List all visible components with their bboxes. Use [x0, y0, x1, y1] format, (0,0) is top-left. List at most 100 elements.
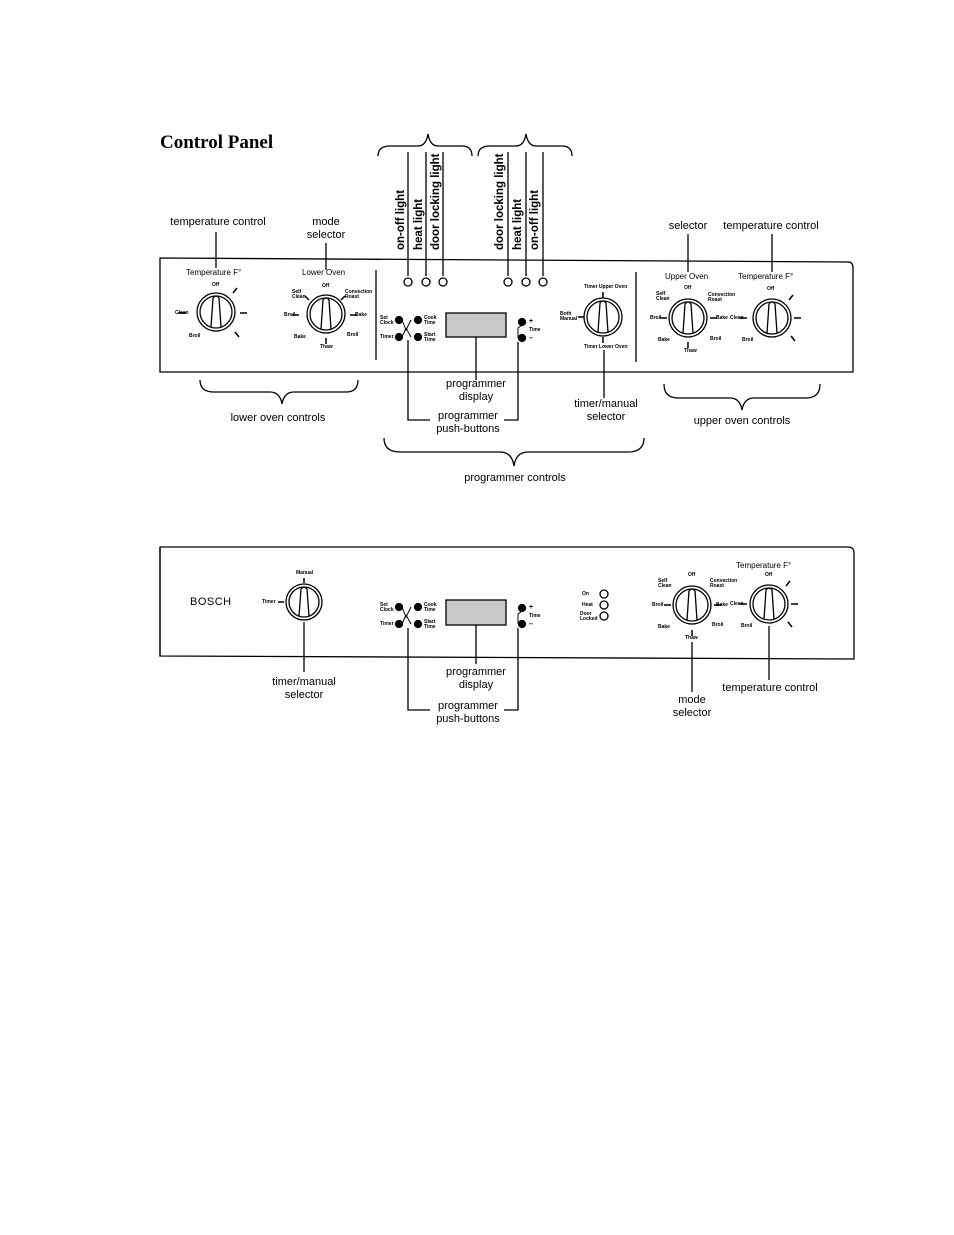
callout-programmer-controls: programmer controls [464, 472, 566, 484]
pb1-label-cook-time: Cook Time [424, 315, 437, 326]
callout-mode-selector-left: mode selector [306, 216, 346, 241]
upper-oven-mark-broil: Broil [710, 336, 722, 342]
callout-upper-oven-controls: upper oven controls [693, 415, 791, 427]
pb1-label-timer: Timer [380, 334, 394, 340]
mode2-mark-bake-right: Bake [716, 602, 728, 608]
timer1-mark-lower-oven: Timer Lower Oven [584, 344, 628, 350]
callout-programmer-pushbuttons-2: programmer push-buttons [436, 700, 500, 725]
lower-oven-mark-self-clean: Self Clean [292, 289, 306, 300]
programmer-display-1 [445, 312, 507, 338]
pb1-label-minus: – [529, 335, 533, 342]
callout-timer-manual-1: timer/manual selector [574, 398, 638, 423]
lower-oven-mark-convection-roast: Convection Roast [345, 289, 373, 300]
brace-lower-oven [199, 379, 359, 405]
timer2-mark-manual: Manual [296, 570, 314, 576]
brace-upper-oven [663, 383, 821, 411]
callout-timer-manual-2: timer/manual selector [272, 676, 336, 701]
dial-temp-right [752, 298, 792, 338]
pb1-label-time: Time [529, 327, 541, 333]
mode2-mark-bake: Bake [658, 624, 670, 630]
timer2-mark-timer: Timer [262, 599, 276, 605]
brace-top-left [377, 133, 473, 157]
temp-right-mark-broil: Broil [742, 337, 754, 343]
upper-oven-mark-self-clean: Self Clean [656, 291, 670, 302]
lower-oven-mark-bake: Bake [294, 334, 306, 340]
pushbuttons-2 [394, 602, 527, 629]
programmer-display-2 [445, 599, 507, 626]
temp-right-mark-off: Off [767, 286, 775, 292]
lower-oven-mark-off: Off [322, 283, 330, 289]
temp2-mark-clean: Clean [730, 601, 744, 607]
pushbuttons-1 [394, 315, 527, 343]
panel-2-outline [159, 546, 855, 660]
dial-timer-1 [583, 297, 623, 337]
dial-timer-2 [285, 583, 323, 621]
indicator-label-on: On [582, 591, 589, 597]
dial-title-temp-right: Temperature F° [738, 272, 794, 281]
pb2-label-plus: + [529, 604, 534, 611]
callout-mode-selector-2: mode selector [672, 694, 712, 719]
mode2-mark-convection-roast: Convection Roast [710, 578, 738, 589]
dial-upper-oven [668, 298, 708, 338]
mode2-mark-broil: Broil [712, 622, 724, 628]
label-on-off-light-left: on-off light [395, 189, 407, 250]
label-heat-light-right: heat light [512, 198, 524, 250]
callout-selector-right: selector [668, 220, 708, 232]
lower-oven-mark-broil-left: Broil [284, 312, 296, 318]
dial-temp-left [196, 292, 236, 332]
upper-oven-mark-convection-roast: Convection Roast [708, 292, 736, 303]
pb2-label-start-time: Start Time [424, 619, 436, 630]
pb1-label-start-time: Start Time [424, 332, 436, 343]
label-door-locking-light-right: door locking light [494, 153, 506, 250]
dial-title-upper-oven: Upper Oven [665, 272, 709, 281]
dial-mode-2 [672, 585, 712, 625]
indicator-label-heat: Heat [582, 602, 593, 608]
callout-temperature-control-right: temperature control [723, 220, 819, 232]
upper-oven-mark-thaw: Thaw [684, 348, 697, 354]
pb2-label-cook-time: Cook Time [424, 602, 437, 613]
dial-title-temp-2: Temperature F° [736, 561, 792, 570]
label-door-locking-light-left: door locking light [430, 153, 442, 250]
pb2-label-timer: Timer [380, 621, 394, 627]
timer1-mark-upper-oven: Timer Upper Oven [584, 284, 628, 290]
upper-oven-mark-bake: Bake [658, 337, 670, 343]
callout-programmer-pushbuttons-1: programmer push-buttons [436, 410, 500, 435]
callout-temperature-control-left: temperature control [170, 216, 266, 228]
dial-temp-2 [749, 584, 789, 624]
mode2-mark-thaw: Thaw [685, 635, 698, 641]
label-on-off-light-right: on-off light [529, 189, 541, 250]
callout-temperature-control-2: temperature control [722, 682, 818, 694]
lower-oven-mark-thaw: Thaw [320, 344, 333, 350]
upper-oven-mark-broil-left: Broil [650, 315, 662, 321]
upper-oven-mark-off: Off [684, 285, 692, 291]
callout-programmer-display-1: programmer display [446, 378, 506, 403]
mode2-mark-broil-left: Broil [652, 602, 664, 608]
panel-1-outline [159, 257, 854, 373]
brace-top-right [477, 133, 573, 157]
dial-title-lower-oven: Lower Oven [302, 268, 346, 277]
brand-logo: BOSCH [190, 596, 232, 608]
temp-left-mark-off: Off [212, 282, 220, 288]
callout-programmer-display-2: programmer display [446, 666, 506, 691]
pb1-label-plus: + [529, 318, 534, 325]
temp-left-mark-broil: Broil [189, 333, 201, 339]
temp-left-mark-clean: Clean [175, 310, 189, 316]
pb2-label-time: Time [529, 613, 541, 619]
temp2-mark-broil: Broil [741, 623, 753, 629]
temp2-mark-off: Off [765, 572, 773, 578]
pb1-label-set-clock: Set Clock [380, 315, 394, 326]
temp-right-mark-clean: Clean [730, 315, 744, 321]
mode2-mark-off: Off [688, 572, 696, 578]
callout-lower-oven-controls: lower oven controls [230, 412, 326, 424]
dial-title-temp-left: Temperature F° [186, 268, 242, 277]
page-title: Control Panel [160, 132, 274, 153]
lower-oven-mark-bake-right: Bake [355, 312, 367, 318]
pb2-label-set-clock: Set Clock [380, 602, 394, 613]
pb2-label-minus: – [529, 621, 533, 628]
upper-oven-mark-bake-right: Bake [716, 315, 728, 321]
dial-lower-oven [306, 294, 346, 334]
brace-programmer [383, 437, 645, 467]
timer1-mark-both-manual: Both Manual [560, 311, 578, 322]
indicator-label-door-locked: Door Locked [580, 611, 598, 622]
